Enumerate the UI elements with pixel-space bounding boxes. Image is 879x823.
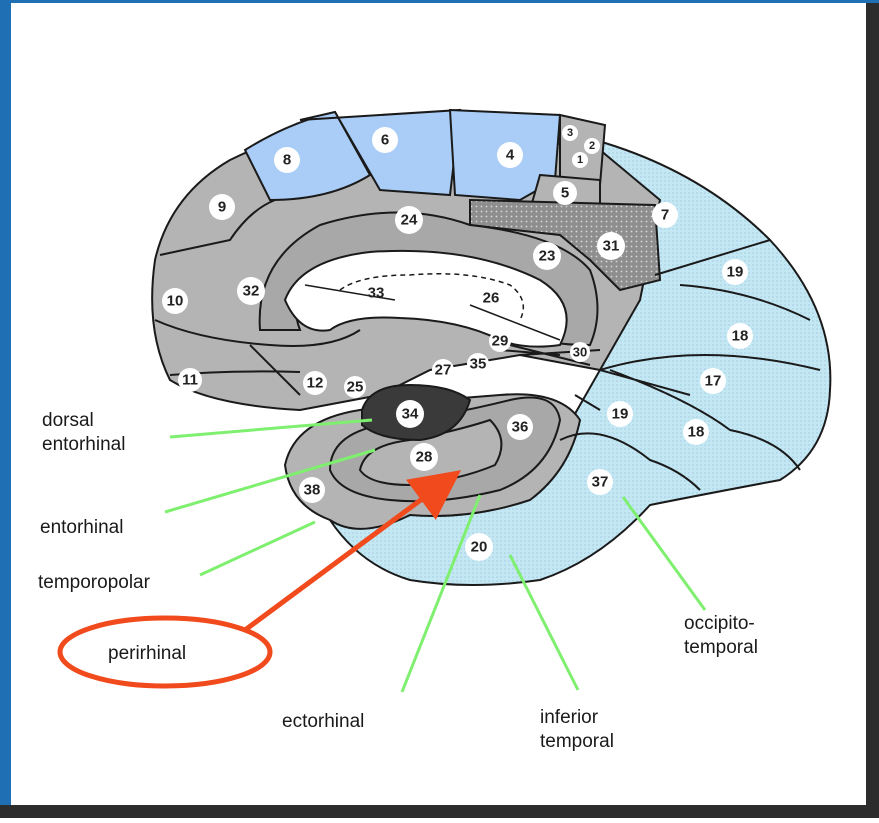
pointer-temporopolar: [200, 522, 315, 575]
label-occipito-temporal: occipito- temporal: [684, 612, 758, 660]
svg-text:9: 9: [218, 199, 226, 216]
area-marker-36: 36: [507, 414, 533, 440]
area-marker-10: 10: [162, 288, 188, 314]
label-occipito-temporal-line1: occipito-: [684, 612, 758, 636]
area-marker-6: 6: [372, 127, 398, 153]
area-marker-9: 9: [209, 194, 235, 220]
svg-text:24: 24: [401, 212, 418, 229]
svg-text:4: 4: [506, 147, 515, 164]
svg-text:30: 30: [573, 345, 587, 360]
area-marker-35: 35: [467, 353, 489, 375]
area-marker-8: 8: [274, 147, 300, 173]
area-marker-28: 28: [410, 443, 438, 471]
pointer-occipito-temporal: [623, 497, 705, 610]
label-inferior-temporal-line1: inferior: [540, 706, 614, 730]
area-marker-29: 29: [489, 330, 511, 352]
area-marker-4: 4: [497, 142, 523, 168]
svg-text:38: 38: [304, 482, 321, 499]
area-marker-17: 17: [700, 368, 726, 394]
area-marker-38: 38: [299, 477, 325, 503]
svg-text:19: 19: [612, 406, 629, 423]
area-marker-19a: 19: [722, 259, 748, 285]
svg-text:23: 23: [539, 248, 556, 265]
area-marker-5: 5: [553, 181, 577, 205]
svg-text:26: 26: [483, 290, 500, 307]
svg-text:12: 12: [307, 375, 324, 392]
svg-text:31: 31: [603, 238, 620, 255]
svg-text:32: 32: [243, 283, 260, 300]
label-temporopolar: temporopolar: [38, 571, 150, 595]
area-marker-30: 30: [570, 342, 590, 362]
svg-text:28: 28: [416, 449, 433, 466]
area-marker-27: 27: [432, 359, 454, 381]
svg-text:20: 20: [471, 539, 488, 556]
svg-text:3: 3: [567, 127, 573, 139]
area-marker-25: 25: [344, 376, 366, 398]
svg-text:37: 37: [592, 474, 609, 491]
label-dorsal-entorhinal-line2: entorhinal: [42, 433, 125, 457]
frame-left-border: [0, 0, 11, 818]
area-marker-18a: 18: [727, 323, 753, 349]
area-marker-20: 20: [465, 533, 493, 561]
svg-text:19: 19: [727, 264, 744, 281]
area-marker-26: 26: [483, 290, 500, 307]
frame-right-border: [866, 0, 879, 818]
area-marker-1: 1: [572, 152, 588, 168]
svg-text:29: 29: [492, 333, 509, 350]
area-marker-7: 7: [652, 202, 678, 228]
label-dorsal-entorhinal: dorsal entorhinal: [42, 409, 125, 457]
svg-text:35: 35: [470, 356, 487, 373]
label-inferior-temporal-line2: temporal: [540, 730, 614, 754]
area-marker-23: 23: [533, 242, 561, 270]
svg-text:27: 27: [435, 362, 452, 379]
svg-text:5: 5: [561, 185, 569, 202]
area-marker-19b: 19: [607, 401, 633, 427]
area-marker-18b: 18: [683, 419, 709, 445]
svg-text:2: 2: [589, 140, 595, 152]
svg-text:34: 34: [402, 406, 419, 423]
svg-text:17: 17: [705, 373, 722, 390]
label-dorsal-entorhinal-line1: dorsal: [42, 409, 125, 433]
svg-text:33: 33: [368, 285, 385, 302]
area-marker-11: 11: [178, 368, 202, 392]
frame-top-border: [0, 0, 879, 3]
area-marker-32: 32: [237, 277, 265, 305]
area-marker-33: 33: [368, 285, 385, 302]
area-marker-37: 37: [587, 469, 613, 495]
svg-text:10: 10: [167, 293, 184, 310]
area-marker-31: 31: [597, 232, 625, 260]
svg-text:11: 11: [182, 372, 198, 389]
area-marker-24: 24: [395, 206, 423, 234]
svg-text:6: 6: [381, 132, 389, 149]
label-occipito-temporal-line2: temporal: [684, 636, 758, 660]
label-entorhinal: entorhinal: [40, 516, 123, 540]
frame-bottom-border: [0, 805, 879, 818]
label-perirhinal: perirhinal: [108, 642, 186, 666]
svg-text:1: 1: [577, 154, 583, 166]
svg-text:18: 18: [732, 328, 749, 345]
area-marker-2: 2: [584, 138, 600, 154]
label-inferior-temporal: inferior temporal: [540, 706, 614, 754]
svg-text:36: 36: [512, 419, 529, 436]
svg-text:18: 18: [688, 424, 705, 441]
svg-text:25: 25: [347, 379, 364, 396]
svg-text:8: 8: [283, 152, 291, 169]
label-ectorhinal: ectorhinal: [282, 710, 364, 734]
area-marker-12: 12: [303, 371, 327, 395]
area-marker-3: 3: [562, 125, 578, 141]
area-marker-34: 34: [396, 400, 424, 428]
svg-text:7: 7: [661, 207, 669, 224]
